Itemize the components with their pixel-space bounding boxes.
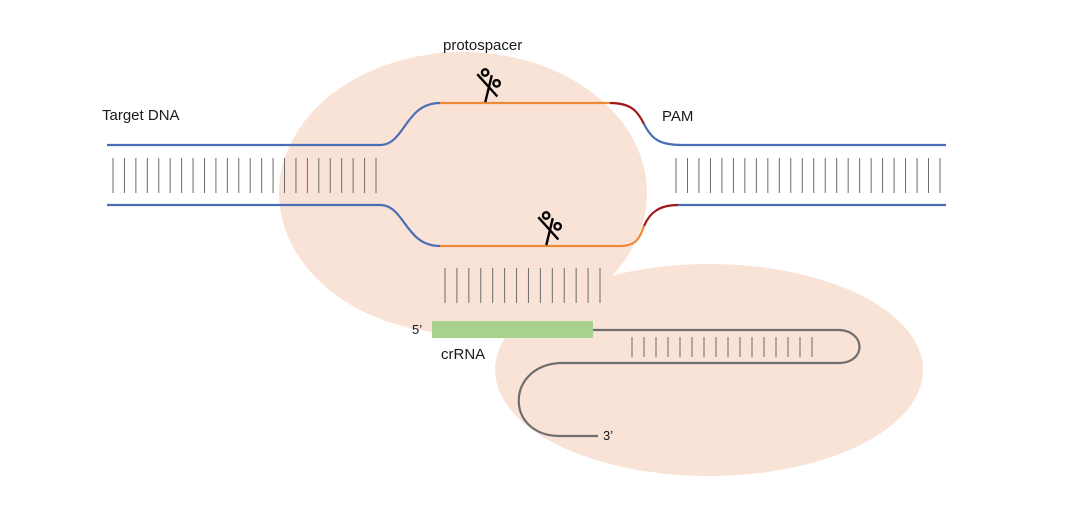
dna-base-pairs-left: [112, 158, 377, 193]
five-prime-label: 5’: [412, 322, 422, 337]
rna-tail-loop: [517, 328, 861, 438]
rna-dna-hybrid-base-pairs: [444, 268, 601, 303]
dna-base-pairs-right: [675, 158, 941, 193]
cas-protein-blob: [279, 52, 923, 476]
dna-bottom-strand: [107, 203, 946, 248]
cas-protein-lower-lobe: [495, 264, 923, 476]
scissors-icon: [537, 211, 563, 246]
scissors-icon: [476, 68, 502, 103]
three-prime-label: 3’: [603, 428, 613, 443]
dna-top-right-segment: [643, 123, 946, 147]
rna-hairpin-base-pairs: [631, 337, 813, 357]
pam-label: PAM: [662, 108, 693, 125]
crrna-label: crRNA: [441, 346, 485, 363]
cas-protein-upper-lobe: [279, 52, 647, 334]
pam-bottom-segment: [642, 203, 679, 227]
dna-top-strand: [107, 101, 946, 147]
dna-top-left-segment: [107, 101, 441, 147]
dna-bottom-left-segment: [107, 203, 441, 248]
target-dna-label: Target DNA: [102, 107, 180, 124]
crrna-bar: [432, 321, 593, 338]
protospacer-label: protospacer: [443, 37, 522, 54]
protospacer-bottom-segment: [440, 225, 646, 248]
pam-top-segment: [609, 101, 645, 125]
